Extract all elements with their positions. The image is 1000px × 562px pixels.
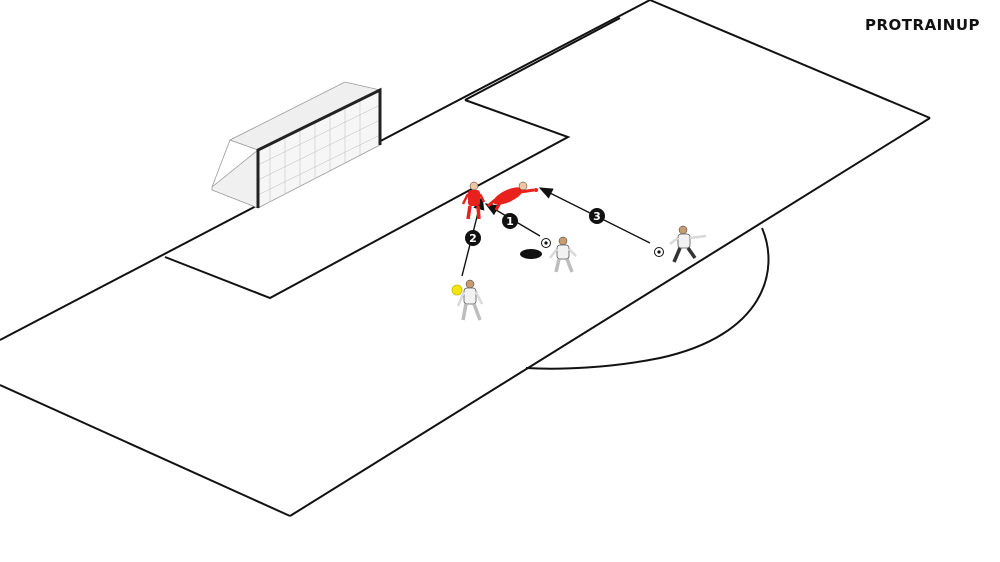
brand-logo: PROTRAINUP [865, 16, 980, 34]
goal-frame [256, 87, 382, 208]
white-player-with-marker [456, 279, 484, 321]
penalty-arc [525, 227, 770, 370]
pitch-lines [0, 0, 931, 517]
sideline-right [649, 0, 931, 119]
six-yard-hint [464, 17, 621, 101]
step-badge-3: 3 [589, 208, 605, 224]
bottom-line [0, 384, 291, 517]
step-number-2: 2 [469, 232, 477, 245]
white-player-striker [549, 236, 577, 273]
ball-striker [541, 238, 551, 248]
movement-arrows [461, 187, 651, 277]
halfway-line [289, 117, 931, 517]
white-player-shooter [669, 225, 707, 263]
step-badge-1: 1 [502, 213, 518, 229]
ball-shooter [654, 247, 664, 257]
penalty-box [164, 99, 571, 300]
red-player-diving-goalkeeper [487, 181, 538, 211]
step-number-3: 3 [593, 210, 601, 223]
yellow-marker [451, 284, 463, 296]
red-player-standing [461, 181, 486, 220]
goal-net [211, 81, 382, 209]
step-number-1: 1 [506, 215, 514, 228]
landing-spot [520, 249, 542, 259]
step-badge-2: 2 [465, 230, 481, 246]
